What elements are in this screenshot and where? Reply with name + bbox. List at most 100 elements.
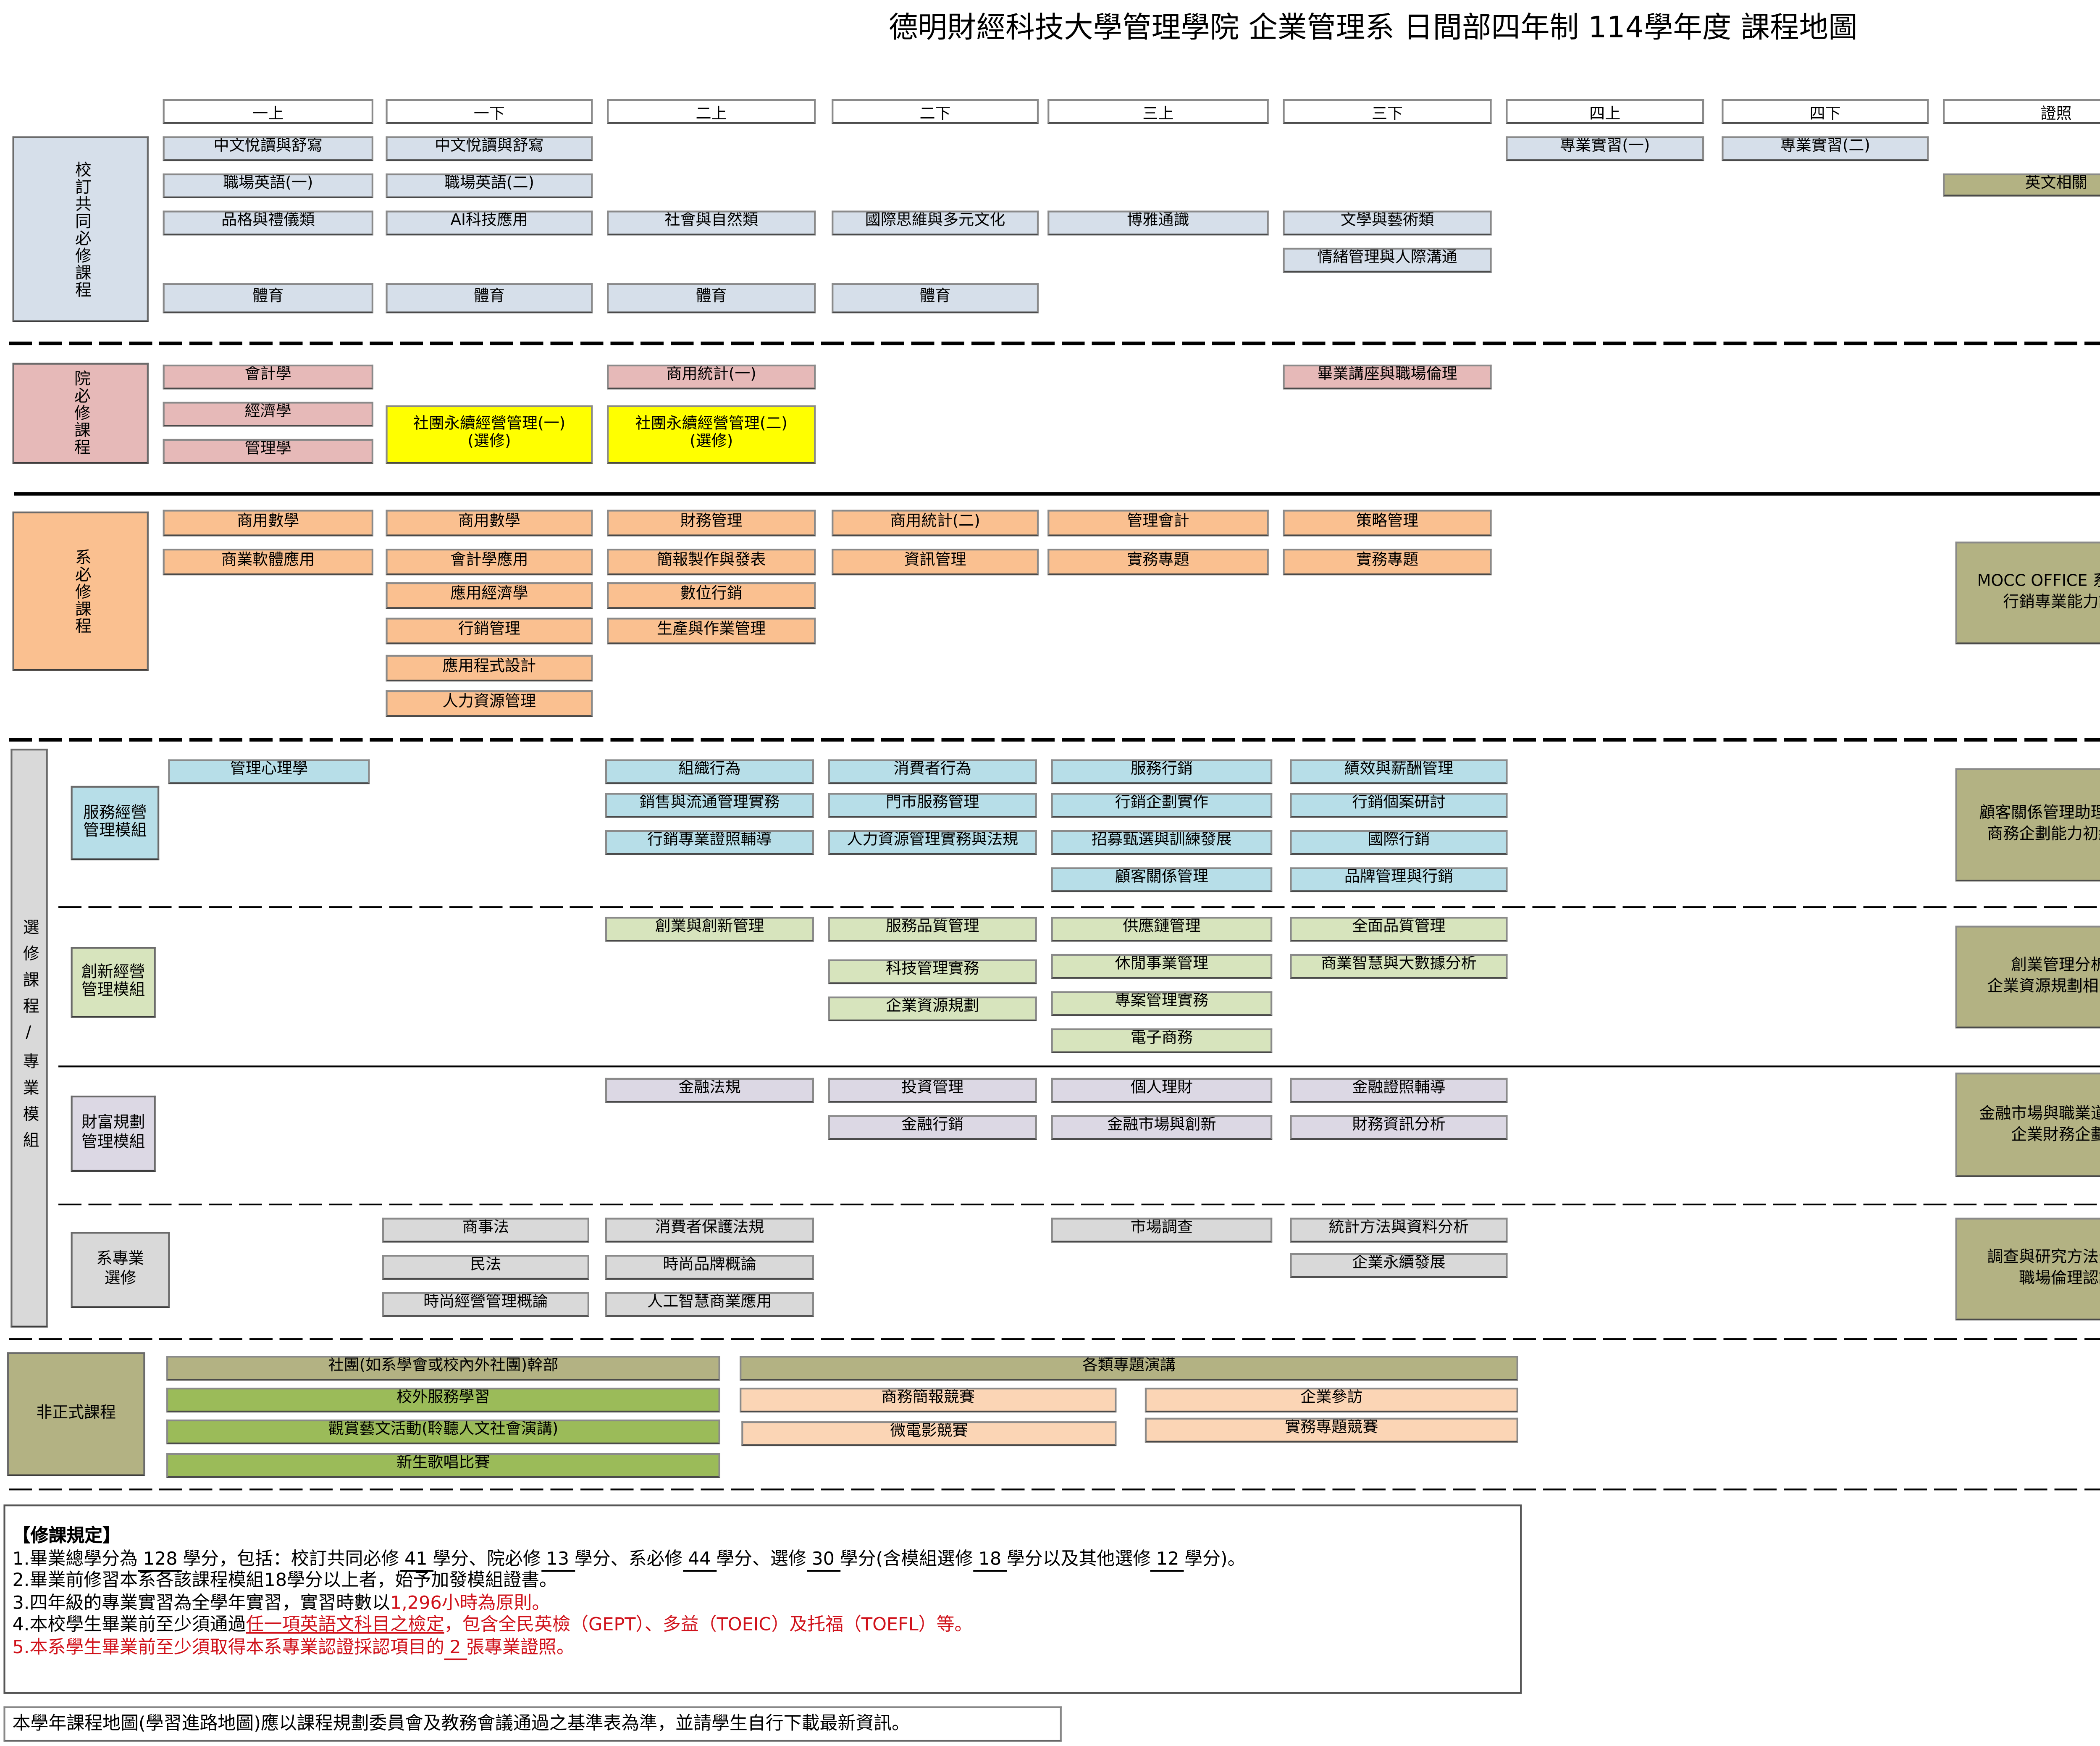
course-box: 消費者行為 [828, 759, 1037, 784]
course-box: 國際行銷 [1290, 830, 1508, 855]
credit-value: 128 [138, 1549, 183, 1571]
certificate-box: 英文相關 [1942, 173, 2100, 197]
course-box: 企業資源規劃 [828, 996, 1037, 1021]
credit-value: 30 [806, 1549, 840, 1571]
course-box: 消費者保護法規 [605, 1217, 814, 1243]
course-box: 體育 [607, 283, 816, 313]
course-box: 會計學應用 [386, 549, 593, 576]
course-box: AI科技應用 [386, 210, 593, 236]
course-box: 組織行為 [605, 759, 814, 784]
course-box: 文學與藝術類 [1283, 210, 1492, 236]
rule-text: 學分)。 [1184, 1549, 1246, 1570]
informal-item: 各類專題演講 [740, 1356, 1518, 1381]
column-header: 一下 [386, 99, 593, 124]
course-box: 商業軟體應用 [163, 549, 373, 576]
course-box: 時尚經營管理概論 [382, 1292, 589, 1317]
informal-item: 實務專題競賽 [1144, 1417, 1518, 1443]
module-divider-dashed [58, 905, 2100, 908]
course-box: 體育 [832, 283, 1039, 313]
column-header: 一上 [163, 99, 373, 124]
course-note: (選修) [467, 433, 511, 451]
course-box: 國際思維與多元文化 [832, 210, 1039, 236]
course-box: 績效與薪酬管理 [1290, 759, 1508, 784]
course-box: 博雅通識 [1047, 210, 1269, 236]
certificate-line: 顧客關係管理助理管理師 [1979, 805, 2100, 823]
section-label-electives: 選修課程/專業模組 [10, 749, 47, 1328]
course-box-elective-highlight: 社團永續經營管理(一) (選修) [386, 405, 593, 464]
rule-highlight: 任一項英語文科目之檢定 [246, 1617, 444, 1636]
module-label-dept-elective: 系專業 選修 [71, 1232, 170, 1308]
course-box: 專業實習(二) [1722, 136, 1929, 161]
informal-item: 觀賞藝文活動(聆聽人文社會演講) [166, 1419, 720, 1444]
certificate-line: 職場倫理認證 [2019, 1271, 2100, 1289]
informal-item: 新生歌唱比賽 [166, 1453, 720, 1478]
section-label-dept-required: 系必修課程 [12, 511, 149, 671]
informal-item: 微電影競賽 [741, 1421, 1117, 1446]
course-box: 門市服務管理 [828, 793, 1037, 818]
course-box: 創業與創新管理 [605, 917, 814, 942]
certificate-box: 創業管理分析師 企業資源規劃相關認證 [1955, 926, 2100, 1028]
page-title: 德明財經科技大學管理學院 企業管理系 日間部四年制 114學年度 課程地圖 [889, 11, 1858, 45]
course-box: 服務行銷 [1051, 759, 1273, 784]
module-label-wealth: 財富規劃 管理模組 [71, 1095, 156, 1172]
course-name: 社團永續經營管理(二) [635, 415, 788, 434]
course-box: 情緒管理與人際溝通 [1283, 247, 1492, 273]
course-box: 科技管理實務 [828, 959, 1037, 984]
certificate-box: 顧客關係管理助理管理師 商務企劃能力初級檢定 [1955, 768, 2100, 882]
rule-text: 5.本系學生畢業前至少須取得本系專業認證採認項目的 [12, 1639, 444, 1659]
course-box: 專案管理實務 [1051, 991, 1273, 1016]
rule-4: 4.本校學生畢業前至少須通過任一項英語文科目之檢定，包含全民英檢（GEPT）、多… [12, 1617, 1520, 1639]
course-box: 中文悅讀與舒寫 [163, 136, 373, 161]
column-header: 三上 [1047, 99, 1269, 124]
course-box: 商用統計(二) [832, 510, 1039, 536]
course-box: 簡報製作與發表 [607, 549, 816, 576]
course-box: 行銷專業證照輔導 [605, 830, 814, 855]
course-box: 企業永續發展 [1290, 1253, 1508, 1278]
module-label-line: 選修 [104, 1270, 136, 1288]
column-header: 三下 [1283, 99, 1492, 124]
module-label-line: 創新經營 [81, 964, 145, 982]
course-box: 民法 [382, 1255, 589, 1280]
course-box: 時尚品牌概論 [605, 1255, 814, 1280]
section-label-informal: 非正式課程 [7, 1352, 145, 1476]
course-box: 管理學 [163, 439, 373, 464]
column-header-certificates: 證照 [1942, 99, 2100, 124]
course-box: 品牌管理與行銷 [1290, 867, 1508, 892]
module-label-line: 管理模組 [81, 982, 145, 1000]
course-box: 人力資源管理實務與法規 [828, 830, 1037, 855]
module-label-line: 管理模組 [81, 1133, 145, 1152]
course-box: 商事法 [382, 1217, 589, 1243]
course-box: 策略管理 [1283, 510, 1492, 536]
credit-value: 13 [541, 1549, 575, 1571]
module-divider-dashed [58, 1202, 2100, 1206]
course-box: 數位行銷 [607, 582, 816, 609]
section-label-text: 系必修課程 [71, 548, 91, 634]
course-box: 人力資源管理 [386, 690, 593, 717]
module-divider-solid [58, 1065, 2100, 1068]
course-box: 電子商務 [1051, 1028, 1273, 1053]
certificate-line: 調查與研究方法分析師 [1987, 1249, 2100, 1267]
module-label-service: 服務經營 管理模組 [71, 786, 160, 860]
course-box: 應用經濟學 [386, 582, 593, 609]
course-name: 社團永續經營管理(一) [413, 415, 566, 434]
course-box: 行銷個案研討 [1290, 793, 1508, 818]
section-divider-dashed [9, 738, 2100, 741]
certificate-box: 金融市場與職業道德證照 企業財務企劃師 [1955, 1073, 2100, 1177]
rule-text: 4.本校學生畢業前至少須通過 [12, 1617, 246, 1636]
course-box: 商業智慧與大數據分析 [1290, 954, 1508, 979]
course-box: 畢業講座與職場倫理 [1283, 364, 1492, 389]
certificate-count: 2 [444, 1639, 467, 1660]
course-box: 財務資訊分析 [1290, 1115, 1508, 1140]
certificate-line: 創業管理分析師 [2011, 957, 2100, 976]
course-box: 休閒事業管理 [1051, 954, 1273, 979]
course-box: 實務專題 [1047, 549, 1269, 576]
course-box: 社會與自然類 [607, 210, 816, 236]
course-box: 金融行銷 [828, 1115, 1037, 1140]
rule-text: 學分、選修 [716, 1549, 806, 1570]
course-box: 招募甄選與訓練發展 [1051, 830, 1273, 855]
course-box: 人工智慧商業應用 [605, 1292, 814, 1317]
course-box: 財務管理 [607, 510, 816, 536]
course-box: 管理心理學 [168, 759, 370, 784]
course-box: 統計方法與資料分析 [1290, 1217, 1508, 1243]
